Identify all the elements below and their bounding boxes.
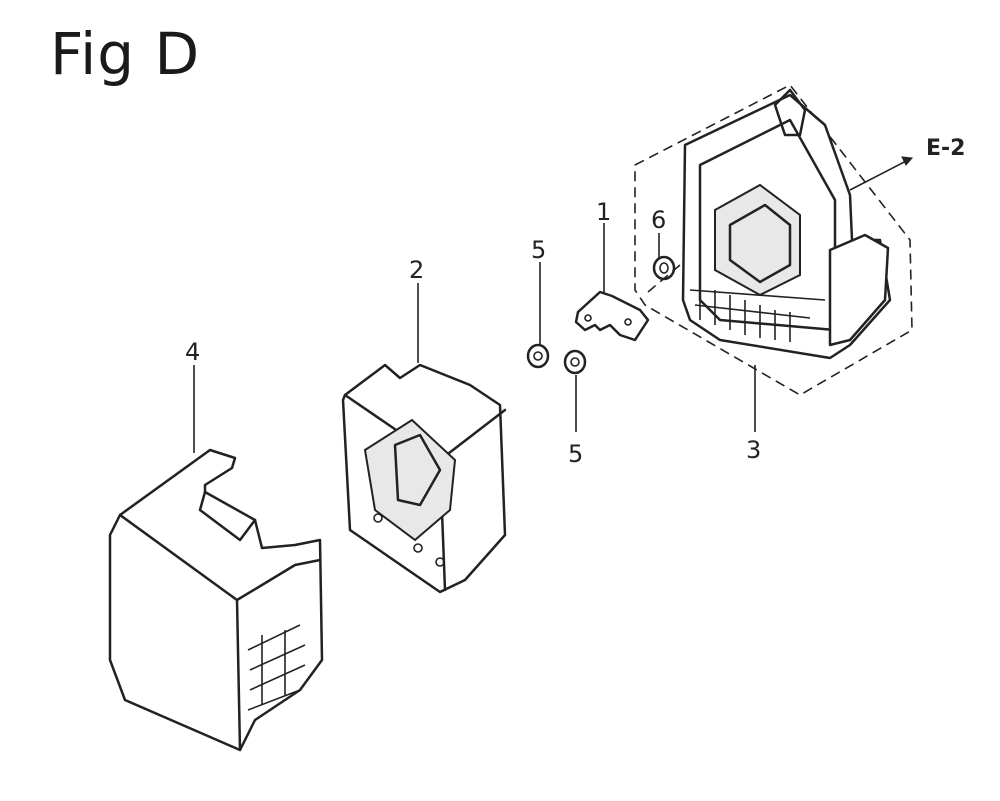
callout-part-4: 4 [185, 338, 201, 366]
part-1-bracket [574, 290, 650, 342]
callout-part-5-lower: 5 [568, 440, 584, 468]
assembly-outline [634, 83, 913, 396]
callout-part-2: 2 [409, 256, 425, 284]
leader-lines [193, 156, 914, 453]
part-3-air-cleaner-case [681, 88, 892, 360]
part-5-nut-lower [563, 349, 587, 375]
part-5-nut-upper [526, 343, 550, 369]
part-2-air-cleaner-element [341, 363, 507, 594]
part-4-air-cleaner-cover [108, 448, 324, 752]
leader-line-part-1 [647, 264, 681, 293]
reference-label: E-2 [926, 136, 966, 161]
callout-part-3: 3 [746, 436, 762, 464]
callout-part-6: 6 [651, 206, 667, 234]
part-6-collar [652, 255, 676, 281]
callout-part-5-upper: 5 [531, 236, 547, 264]
callout-part-1: 1 [596, 198, 612, 226]
figure-title: Fig D [50, 20, 201, 88]
